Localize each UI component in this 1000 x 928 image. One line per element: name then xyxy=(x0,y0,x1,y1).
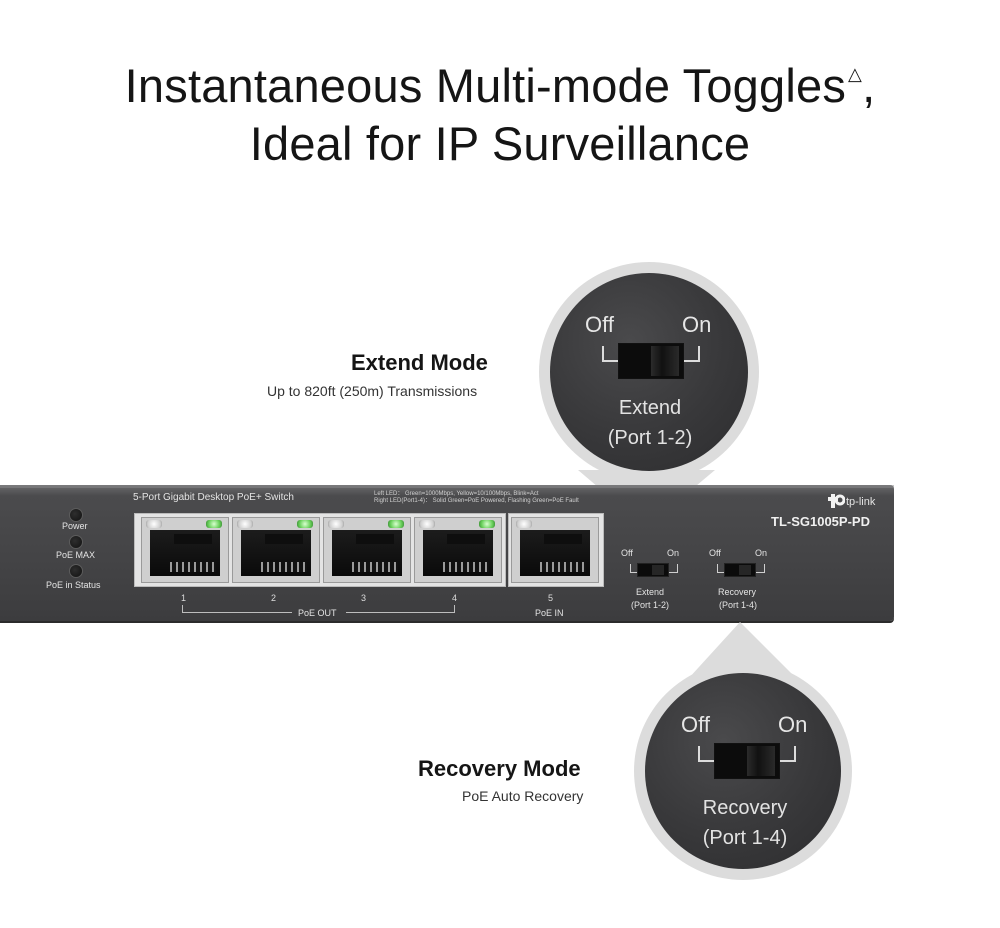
recovery-switch-off-label: Off xyxy=(709,548,721,558)
poe-out-bracket-right xyxy=(454,605,455,613)
port-1-link-led xyxy=(146,520,162,528)
extend-mode-subtitle: Up to 820ft (250m) Transmissions xyxy=(267,383,478,399)
port-5-socket xyxy=(520,530,590,576)
recovery-zoom-label-line2: (Port 1-4) xyxy=(702,827,788,849)
led-legend-line-1: Left LED： Green=1000Mbps, Yellow=10/100M… xyxy=(374,491,539,497)
port-2-pins xyxy=(261,562,307,572)
extend-switch-knob xyxy=(652,565,664,575)
recovery-mode-title: Recovery Mode xyxy=(418,756,581,781)
extend-switch-on-label: On xyxy=(667,548,680,558)
extend-mode-title: Extend Mode xyxy=(351,350,488,375)
recovery-switch-knob xyxy=(739,565,751,575)
poe-max-led xyxy=(69,535,83,549)
switch-device: 5-Port Gigabit Desktop PoE+ Switch Left … xyxy=(0,485,894,621)
recovery-zoom-off-label: Off xyxy=(681,712,710,737)
extend-zoom-label-line2: (Port 1-2) xyxy=(607,427,693,449)
extend-mode-switch[interactable] xyxy=(637,563,669,577)
extend-zoom-on-label: On xyxy=(682,312,712,337)
port-number-5: 5 xyxy=(548,593,554,603)
ethernet-port-4[interactable] xyxy=(414,517,502,583)
port-1-pins xyxy=(170,562,216,572)
poe-out-label: PoE OUT xyxy=(298,608,337,618)
brand-name: tp-link xyxy=(846,496,876,508)
led-legend-line-2: Right LED(Port1-4)： Solid Green=PoE Powe… xyxy=(374,498,579,504)
device-edge xyxy=(0,485,894,488)
extend-zoom-switch xyxy=(618,343,684,379)
port-2-link-led xyxy=(237,520,253,528)
port-5-pins xyxy=(540,562,586,572)
port-number-1: 1 xyxy=(181,593,187,603)
port-4-latch xyxy=(447,534,485,544)
poe-out-bracket-line-left xyxy=(182,612,292,613)
headline: Instantaneous Multi-mode Toggles△, Ideal… xyxy=(0,45,1000,173)
recovery-zoom-switch xyxy=(714,743,780,779)
power-led xyxy=(69,508,83,522)
poe-out-bracket-left xyxy=(182,605,183,613)
device-model-description: 5-Port Gigabit Desktop PoE+ Switch xyxy=(133,492,294,503)
headline-text: Instantaneous Multi-mode Toggles xyxy=(124,59,847,112)
port-number-4: 4 xyxy=(452,593,458,603)
extend-zoom-label: Extend (Port 1-2) xyxy=(580,393,720,453)
headline-line-2: Ideal for IP Surveillance xyxy=(249,117,751,170)
recovery-mode-subtitle: PoE Auto Recovery xyxy=(462,788,584,804)
port-5-link-led xyxy=(516,520,532,528)
poe-in-label: PoE IN xyxy=(535,608,564,618)
poe-max-led-label: PoE MAX xyxy=(56,550,96,560)
tp-link-logo-icon xyxy=(828,494,845,508)
recovery-switch-label-line2: (Port 1-4) xyxy=(719,600,758,610)
ethernet-port-1[interactable] xyxy=(141,517,229,583)
port-5-latch xyxy=(544,534,582,544)
extend-zoom-switch-knob xyxy=(651,346,679,376)
poe-in-status-led xyxy=(69,564,83,578)
port-3-poe-led xyxy=(388,520,404,528)
recovery-switch-label-line1: Recovery xyxy=(718,587,757,597)
port-1-socket xyxy=(150,530,220,576)
recovery-zoom-label-line1: Recovery xyxy=(702,797,788,819)
port-4-poe-led xyxy=(479,520,495,528)
recovery-zoom-label: Recovery (Port 1-4) xyxy=(675,793,815,853)
headline-line-1: Instantaneous Multi-mode Toggles△, xyxy=(0,45,1000,115)
ethernet-port-2[interactable] xyxy=(232,517,320,583)
extend-switch-label-line1: Extend xyxy=(636,587,665,597)
port-number-3: 3 xyxy=(361,593,367,603)
port-3-link-led xyxy=(328,520,344,528)
ethernet-port-5[interactable] xyxy=(511,517,599,583)
poe-out-bracket-line-right xyxy=(346,612,454,613)
port-3-pins xyxy=(352,562,398,572)
port-3-socket xyxy=(332,530,402,576)
power-led-label: Power xyxy=(62,521,88,531)
port-4-socket xyxy=(423,530,493,576)
ethernet-port-3[interactable] xyxy=(323,517,411,583)
footnote-mark: △ xyxy=(848,64,863,84)
extend-zoom-label-line1: Extend xyxy=(618,397,682,419)
port-4-pins xyxy=(443,562,489,572)
poe-in-status-led-label: PoE in Status xyxy=(46,580,101,590)
extend-switch-label-line2: (Port 1-2) xyxy=(631,600,670,610)
port-1-latch xyxy=(174,534,212,544)
port-2-poe-led xyxy=(297,520,313,528)
port-4-link-led xyxy=(419,520,435,528)
headline-comma: , xyxy=(862,59,876,112)
extend-zoom-off-label: Off xyxy=(585,312,614,337)
port-1-poe-led xyxy=(206,520,222,528)
recovery-mode-switch[interactable] xyxy=(724,563,756,577)
recovery-zoom-on-label: On xyxy=(778,712,808,737)
recovery-zoom-switch-knob xyxy=(747,746,775,776)
port-2-socket xyxy=(241,530,311,576)
port-2-latch xyxy=(265,534,303,544)
port-number-2: 2 xyxy=(271,593,277,603)
device-model-name: TL-SG1005P-PD xyxy=(771,514,870,529)
extend-switch-off-label: Off xyxy=(621,548,633,558)
recovery-switch-on-label: On xyxy=(755,548,768,558)
port-3-latch xyxy=(356,534,394,544)
